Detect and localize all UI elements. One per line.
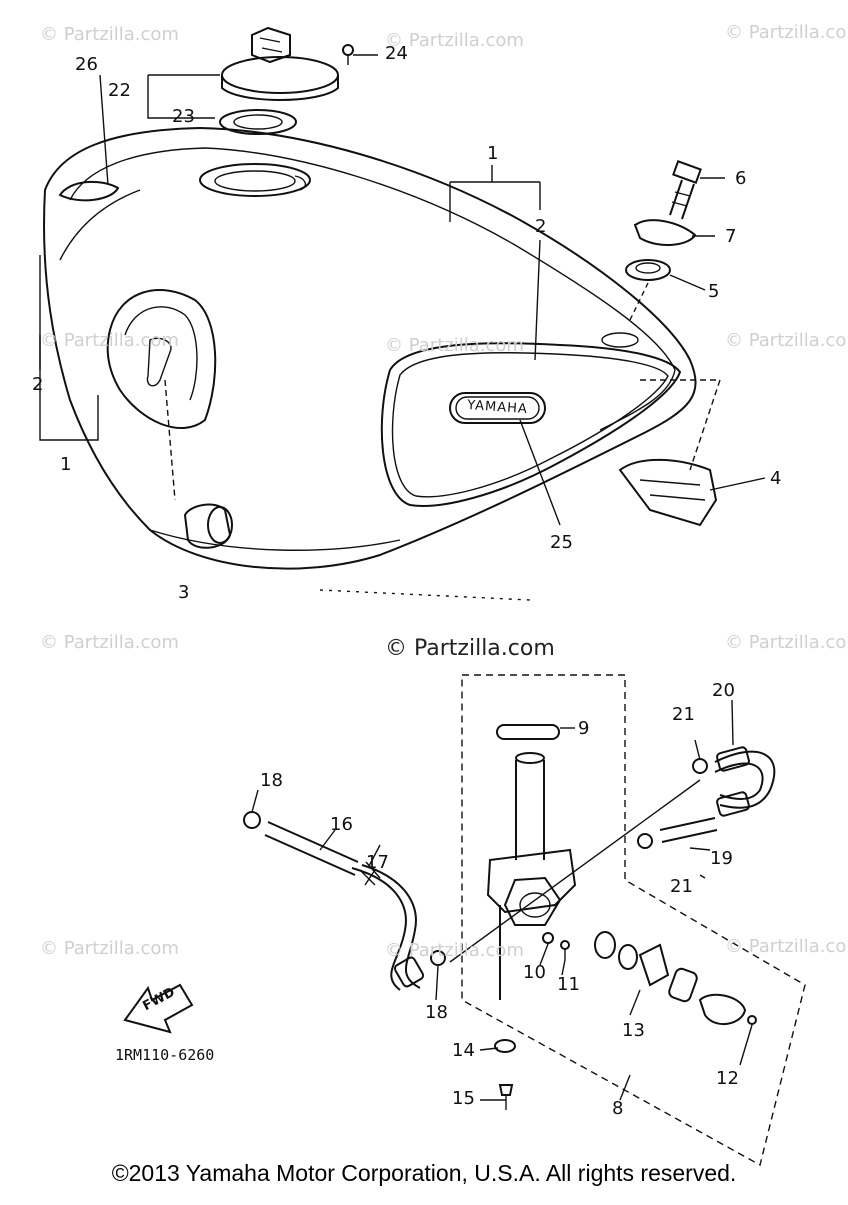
callout-19: 19 [710, 848, 733, 869]
callout-10: 10 [523, 962, 546, 983]
watermark: © Partzilla.com [385, 636, 555, 661]
diagram-code: 1RM110-6260 [115, 1046, 215, 1064]
callout-18: 18 [425, 1002, 448, 1023]
callout-24: 24 [385, 43, 408, 64]
watermark: © Partzilla.com [385, 940, 524, 961]
callout-2: 2 [535, 216, 547, 237]
callout-16: 16 [330, 814, 353, 835]
callout-14: 14 [452, 1040, 475, 1061]
callout-4: 4 [770, 468, 782, 489]
callout-12: 12 [716, 1068, 739, 1089]
callout-15: 15 [452, 1088, 475, 1109]
callout-2: 2 [32, 374, 44, 395]
fwd-arrow-icon [123, 983, 194, 1034]
watermark: © Partzilla.com [40, 330, 179, 351]
watermark: © Partzilla.com [385, 30, 524, 51]
cap-gasket [219, 109, 297, 135]
watermark: © Partzilla.com [40, 24, 179, 45]
callout-21: 21 [670, 876, 693, 897]
callout-7: 7 [725, 226, 737, 247]
callout-8: 8 [612, 1098, 624, 1119]
callout-20: 20 [712, 680, 735, 701]
callout-21: 21 [672, 704, 695, 725]
fuel-hose-right [637, 746, 776, 849]
fuel-cock-assembly [461, 674, 806, 1167]
watermark: © Partzilla.com [40, 632, 179, 653]
damper [625, 259, 671, 281]
fuel-hose-left [243, 811, 446, 991]
callout-18: 18 [260, 770, 283, 791]
grommet [183, 503, 233, 549]
callout-17: 17 [366, 852, 389, 873]
callout-26: 26 [75, 54, 98, 75]
callout-25: 25 [550, 532, 573, 553]
callout-6: 6 [735, 168, 747, 189]
watermark: © Partzilla.com [725, 22, 848, 43]
watermark: © Partzilla.com [725, 632, 848, 653]
watermark: © Partzilla.com [385, 335, 524, 356]
watermark: © Partzilla.com [40, 938, 179, 959]
callout-3: 3 [178, 582, 190, 603]
fuel-cap [221, 26, 339, 101]
bolt [669, 160, 702, 220]
watermark: © Partzilla.com [725, 330, 848, 351]
fuel-tank [43, 126, 718, 601]
small-screw [342, 44, 354, 65]
callout-9: 9 [578, 718, 590, 739]
callout-13: 13 [622, 1020, 645, 1041]
plate [633, 219, 697, 246]
callout-23: 23 [172, 106, 195, 127]
copyright-notice: ©2013 Yamaha Motor Corporation, U.S.A. A… [111, 1160, 737, 1186]
watermark: © Partzilla.com [725, 936, 848, 957]
callout-5: 5 [708, 281, 720, 302]
callout-1: 1 [60, 454, 72, 475]
callout-1: 1 [487, 143, 499, 164]
callout-22: 22 [108, 80, 131, 101]
callout-11: 11 [557, 974, 580, 995]
